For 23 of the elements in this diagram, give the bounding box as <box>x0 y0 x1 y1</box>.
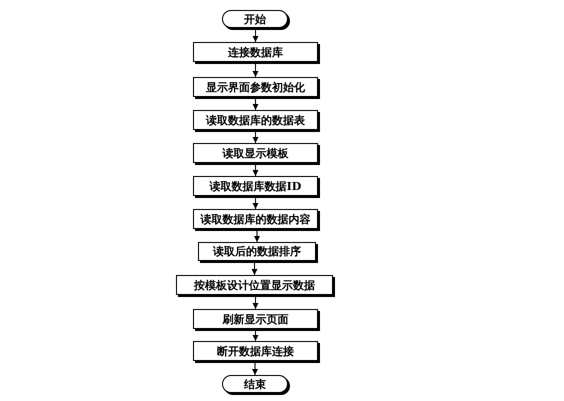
process-box: 读取数据库数据ID <box>193 176 318 196</box>
arrow <box>252 130 258 144</box>
process-box: 连接数据库 <box>193 42 318 62</box>
terminal-shape: 开始 <box>222 10 288 28</box>
process-box: 读取数据库的数据内容 <box>193 209 318 229</box>
arrow <box>252 196 258 210</box>
arrow <box>252 262 258 276</box>
process-box: 显示界面参数初始化 <box>193 77 318 97</box>
arrow <box>252 296 258 310</box>
arrow <box>252 62 258 78</box>
arrow <box>252 28 258 42</box>
arrow <box>252 164 258 176</box>
process-box: 读取后的数据排序 <box>198 242 316 261</box>
process-box: 读取显示模板 <box>193 143 318 163</box>
process-box: 断开数据库连接 <box>193 341 318 361</box>
process-box: 读取数据库的数据表 <box>193 110 318 130</box>
arrow <box>252 330 258 342</box>
terminal-shape: 结束 <box>222 375 288 393</box>
arrow <box>254 230 260 242</box>
process-box: 刷新显示页面 <box>193 309 318 329</box>
process-box: 按模板设计位置显示数据 <box>176 275 333 295</box>
arrow <box>252 362 258 376</box>
arrow <box>252 98 258 110</box>
